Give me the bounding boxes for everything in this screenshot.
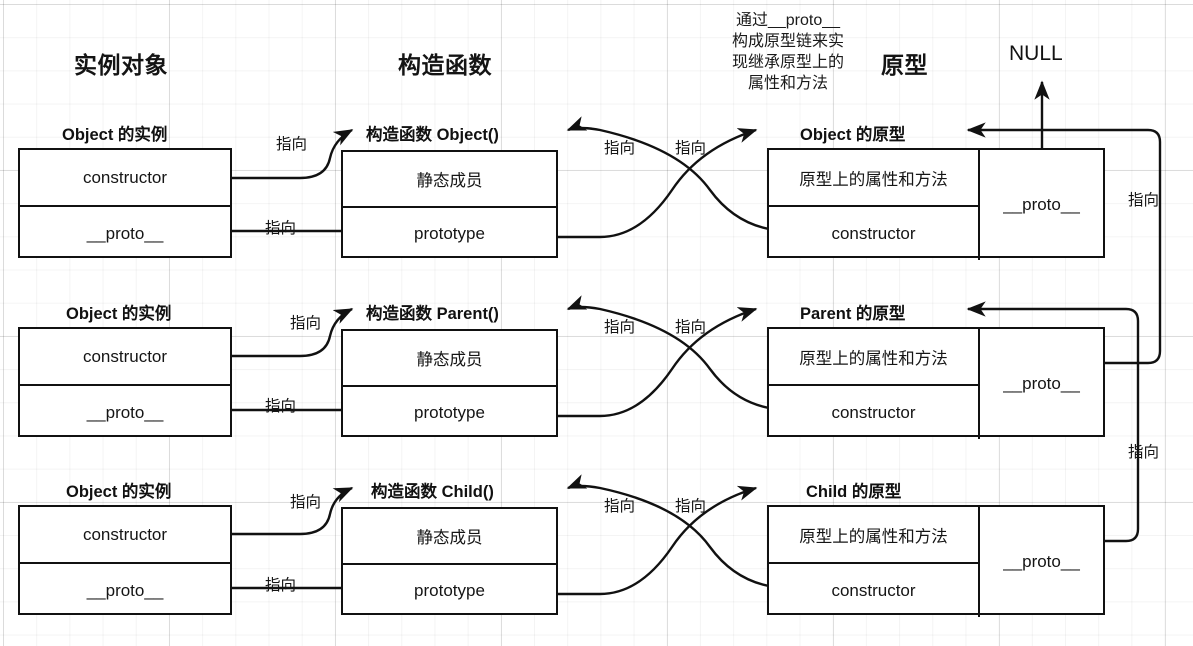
instance-cell-proto: __proto__ [20,384,230,439]
constructor-box-parent: 静态成员 prototype [341,329,558,437]
constructor-box-child: 静态成员 prototype [341,507,558,615]
prototype-box-child: 原型上的属性和方法 constructor __proto__ [767,505,1105,617]
instance-cell-constructor: constructor [82,346,168,366]
edge-label-r3-cross-left: 指向 [604,498,636,515]
edge-label-child-chain: 指向 [1128,444,1160,461]
edge-label-r3-cross-right: 指向 [675,498,707,515]
instance-box-object: constructor __proto__ [18,148,232,258]
constructor-cell-static: 静态成员 [416,351,483,369]
edge-label-r2-instance-ctor: 指向 [290,315,322,332]
prototype-chain-annotation: 通过__proto__ 构成原型链来实 现继承原型上的 属性和方法 [731,12,844,92]
caption-instance-parent: Object 的实例 [66,305,172,323]
constructor-cell-static: 静态成员 [416,529,483,547]
edge-label-r2-cross-right: 指向 [675,319,707,336]
caption-instance-child: Object 的实例 [66,483,172,501]
instance-cell-constructor: constructor [82,167,168,187]
prototype-cell-constructor: constructor [769,205,978,260]
caption-prototype-object: Object 的原型 [800,126,906,144]
caption-constructor-parent: 构造函数 Parent() [366,305,499,323]
edge-label-r1-instance-proto: 指向 [265,220,297,237]
caption-constructor-object: 构造函数 Object() [366,126,499,144]
prototype-cell-constructor: constructor [769,562,978,617]
column-header-prototype: 原型 [881,52,928,78]
column-header-constructor: 构造函数 [398,52,492,78]
prototype-cell-constructor: constructor [769,384,978,439]
constructor-cell-static: 静态成员 [416,172,483,190]
edge-label-r2-cross-left: 指向 [604,319,636,336]
instance-box-parent: constructor __proto__ [18,327,232,437]
prototype-box-parent: 原型上的属性和方法 constructor __proto__ [767,327,1105,439]
edge-label-r1-cross-right: 指向 [675,140,707,157]
prototype-cell-proto: __proto__ [978,507,1103,617]
prototype-cell-proto: __proto__ [978,329,1103,439]
caption-constructor-child: 构造函数 Child() [371,483,494,501]
instance-box-child: constructor __proto__ [18,505,232,615]
instance-cell-proto: __proto__ [20,562,230,617]
instance-cell-constructor: constructor [82,524,168,544]
edge-label-r3-instance-proto: 指向 [265,577,297,594]
instance-cell-proto: __proto__ [20,205,230,260]
edge-label-r3-instance-ctor: 指向 [290,494,322,511]
caption-instance-object: Object 的实例 [62,126,168,144]
edge-label-parent-chain: 指向 [1128,192,1160,209]
prototype-cell-members: 原型上的属性和方法 [799,349,948,368]
column-header-instance: 实例对象 [74,52,168,78]
caption-prototype-child: Child 的原型 [806,483,902,501]
prototype-box-object: 原型上的属性和方法 constructor __proto__ [767,148,1105,260]
prototype-cell-proto: __proto__ [978,150,1103,260]
edge-label-r1-cross-left: 指向 [604,140,636,157]
prototype-cell-members: 原型上的属性和方法 [799,170,948,189]
caption-prototype-parent: Parent 的原型 [800,305,906,323]
edge-label-r2-instance-proto: 指向 [265,398,297,415]
constructor-cell-prototype: prototype [343,206,556,260]
edge-label-r1-instance-ctor: 指向 [276,136,308,153]
constructor-cell-prototype: prototype [343,563,556,617]
prototype-cell-members: 原型上的属性和方法 [799,527,948,546]
null-label: NULL [1009,42,1063,65]
constructor-cell-prototype: prototype [343,385,556,439]
constructor-box-object: 静态成员 prototype [341,150,558,258]
